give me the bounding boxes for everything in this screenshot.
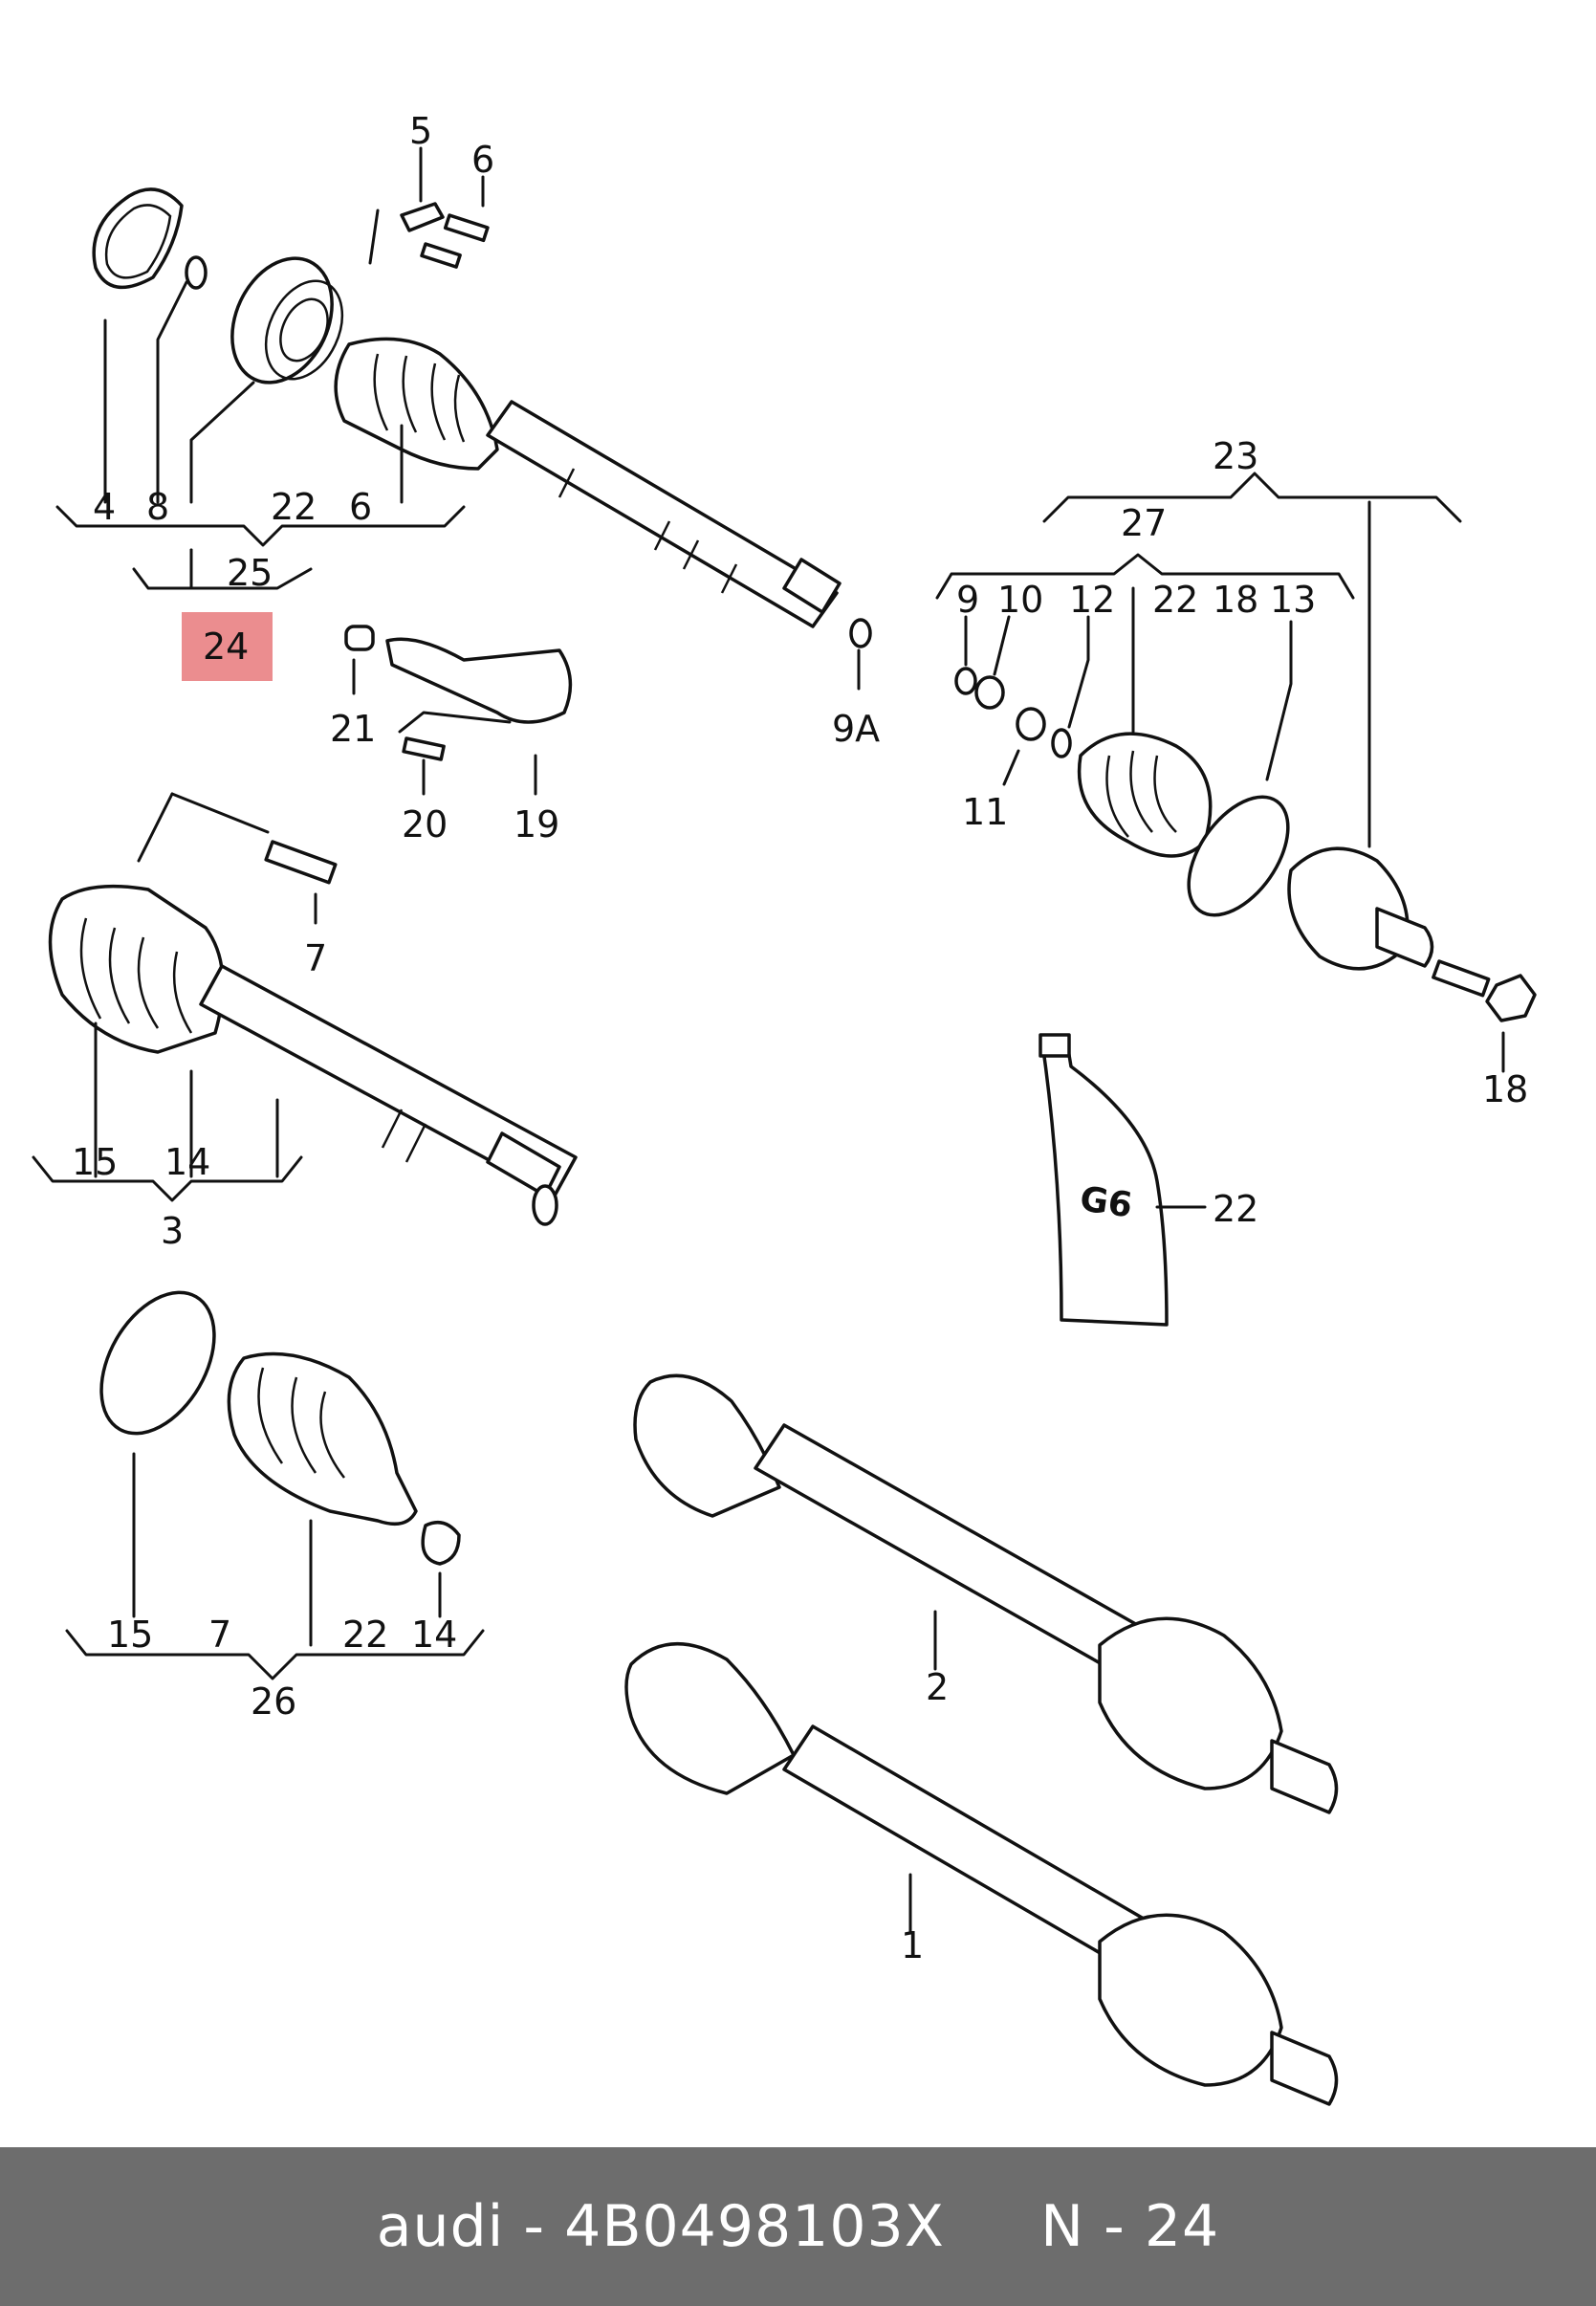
label-14: 14 — [164, 1141, 210, 1183]
label-7-kit: 7 — [208, 1614, 231, 1656]
label-20: 20 — [402, 803, 448, 846]
grease-tube-part-22: G6 — [1038, 1033, 1169, 1327]
label-25: 25 — [227, 552, 273, 594]
boot-part — [334, 337, 499, 471]
label-22: 22 — [271, 486, 317, 528]
footer-bar: audi - 4B0498103X N - 24 — [0, 2147, 1596, 2306]
callout-labels: 5 6 4 8 22 6 25 24 21 20 19 9A 23 27 9 1… — [72, 110, 1528, 1966]
label-22-right: 22 — [1152, 579, 1198, 621]
label-9: 9 — [956, 579, 979, 621]
boot-part-7 — [227, 1351, 418, 1526]
label-18: 18 — [1213, 579, 1258, 621]
label-12: 12 — [1069, 579, 1115, 621]
part-number: 4B0498103X — [564, 2193, 945, 2260]
spacer-part-11 — [1016, 707, 1046, 741]
label-6: 6 — [471, 139, 494, 181]
label-22-kit: 22 — [342, 1614, 388, 1656]
label-8: 8 — [146, 486, 169, 528]
label-24: 24 — [203, 626, 249, 668]
label-15: 15 — [72, 1141, 118, 1183]
ring-part-12 — [1051, 728, 1072, 758]
label-7: 7 — [304, 937, 327, 979]
ref-number: 24 — [1144, 2193, 1220, 2260]
leader-lines — [32, 146, 1505, 1934]
label-5: 5 — [409, 110, 432, 152]
joint-housing-part — [230, 256, 344, 384]
label-22-tube: 22 — [1213, 1188, 1258, 1230]
label-3: 3 — [161, 1210, 184, 1252]
clamp-part-13 — [1187, 795, 1290, 917]
boot-kit-26 — [99, 1290, 461, 1566]
circlip-part-9 — [954, 667, 977, 695]
o-ring-part-8 — [185, 255, 208, 290]
svg-text:G6: G6 — [1078, 1179, 1135, 1225]
clamp-part-15 — [99, 1290, 216, 1436]
gasket-part-4 — [92, 187, 184, 290]
separator: - — [504, 2193, 565, 2260]
ref-prefix: N - — [1040, 2193, 1145, 2260]
label-9a: 9A — [832, 708, 880, 750]
gap — [945, 2193, 1040, 2260]
label-14-kit: 14 — [411, 1614, 457, 1656]
drive-shaft-part-1 — [624, 1641, 1339, 2106]
bolt-part-6 — [443, 213, 490, 243]
lock-plate-part-5 — [400, 202, 445, 232]
washer-part-10 — [974, 675, 1005, 710]
label-21: 21 — [330, 708, 376, 750]
drive-shaft-part-2 — [633, 1373, 1339, 1814]
label-11: 11 — [962, 791, 1008, 833]
label-10: 10 — [997, 579, 1043, 621]
label-26: 26 — [251, 1680, 296, 1723]
label-19: 19 — [514, 803, 559, 846]
screw-part-20 — [402, 736, 446, 761]
drive-shaft-upper — [486, 400, 839, 628]
label-13: 13 — [1270, 579, 1316, 621]
label-4: 4 — [93, 486, 116, 528]
bracket-assembly — [344, 625, 573, 761]
parts-diagram: G6 — [32, 110, 1537, 2106]
label-1: 1 — [901, 1924, 924, 1966]
label-6-bracket: 6 — [349, 486, 372, 528]
inner-joint-assembly — [92, 187, 872, 648]
bracket-part-19 — [385, 637, 573, 724]
outer-boot — [1077, 732, 1213, 858]
label-18-bolt: 18 — [1482, 1068, 1528, 1110]
label-23: 23 — [1213, 435, 1258, 477]
label-15-kit: 15 — [107, 1614, 153, 1656]
label-2: 2 — [926, 1666, 949, 1708]
clamp-part-14 — [421, 1520, 461, 1566]
highlight-box-24 — [182, 612, 273, 681]
bolt-part-7 — [264, 840, 338, 885]
bolt-part-18 — [1432, 959, 1491, 998]
label-27: 27 — [1121, 502, 1167, 544]
brand-name: audi — [376, 2193, 505, 2260]
outer-joint-assembly — [954, 667, 1537, 1022]
bush-part-21 — [344, 625, 375, 651]
shaft-part-3 — [48, 840, 578, 1226]
